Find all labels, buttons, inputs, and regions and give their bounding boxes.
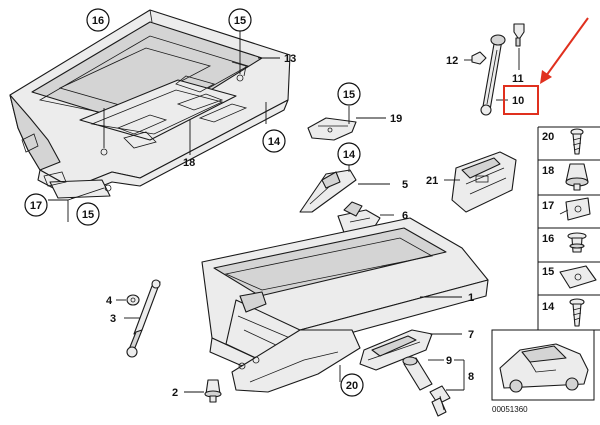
callout-15-top: 15 <box>228 8 252 32</box>
callout-20-column: 20 <box>542 131 554 143</box>
svg-text:15: 15 <box>542 266 554 278</box>
fastener-grid <box>537 126 600 331</box>
handle-part-7 <box>359 329 462 371</box>
screw-part-20 <box>570 128 584 155</box>
callout-13: 13 <box>284 53 296 65</box>
callout-16: 16 <box>86 8 110 32</box>
svg-text:19: 19 <box>390 113 402 125</box>
svg-text:11: 11 <box>512 73 524 85</box>
callout-15-left: 15 <box>76 202 100 226</box>
svg-text:15: 15 <box>343 89 355 101</box>
svg-text:20: 20 <box>346 380 358 392</box>
callout-5: 5 <box>402 179 408 191</box>
strap-assembly <box>464 23 525 116</box>
svg-text:16: 16 <box>542 233 554 245</box>
callout-19: 19 <box>390 113 402 125</box>
callout-8: 8 <box>468 371 474 383</box>
svg-text:5: 5 <box>402 179 408 191</box>
callout-18: 18 <box>183 157 195 169</box>
clip-nut-part-17 <box>559 197 591 221</box>
svg-text:3: 3 <box>110 313 116 325</box>
latch-part-5 <box>299 165 390 213</box>
callout-2: 2 <box>172 387 178 399</box>
callout-15-mid: 15 <box>337 82 361 106</box>
callout-15-column: 15 <box>542 266 554 278</box>
tapping-screw-part-14 <box>569 298 585 327</box>
callout-4: 4 <box>106 295 113 307</box>
callout-17-column: 17 <box>542 200 554 212</box>
svg-text:18: 18 <box>542 165 554 177</box>
rubber-buffer-part-18 <box>565 163 589 191</box>
callout-18-column: 18 <box>542 165 554 177</box>
callout-16-column: 16 <box>542 233 554 245</box>
key-part-8 <box>429 385 451 417</box>
callout-9: 9 <box>446 355 452 367</box>
svg-text:4: 4 <box>106 295 113 307</box>
highlight-box <box>503 85 539 115</box>
svg-text:2: 2 <box>172 387 178 399</box>
callout-17: 17 <box>24 193 48 217</box>
callout-12: 12 <box>446 55 458 67</box>
gas-strut-part-3 <box>124 279 161 358</box>
glove-box-bin-part-1 <box>201 217 489 393</box>
svg-text:8: 8 <box>468 371 474 383</box>
svg-text:14: 14 <box>268 136 281 148</box>
upper-frame-assembly <box>9 9 291 222</box>
svg-text:7: 7 <box>468 329 474 341</box>
svg-text:9: 9 <box>446 355 452 367</box>
vehicle-inset: 00051360 <box>491 329 595 414</box>
reference-code: 00051360 <box>492 405 528 414</box>
svg-text:21: 21 <box>426 175 438 187</box>
svg-text:1: 1 <box>468 292 474 304</box>
callout-20-bottom: 20 <box>340 373 364 397</box>
expanding-rivet-part-16 <box>567 232 587 253</box>
svg-text:14: 14 <box>542 301 555 313</box>
callout-14-mid: 14 <box>337 142 361 166</box>
highlight-arrow <box>540 17 589 84</box>
callout-3: 3 <box>110 313 116 325</box>
svg-text:18: 18 <box>183 157 195 169</box>
buffer-part-2 <box>184 379 222 403</box>
svg-text:13: 13 <box>284 53 296 65</box>
lock-module-part-21 <box>444 151 517 213</box>
lock-cylinder-part-9 <box>402 356 465 391</box>
callout-14-column: 14 <box>542 301 555 313</box>
bracket-part-19 <box>307 106 386 141</box>
svg-text:17: 17 <box>30 200 42 212</box>
svg-text:20: 20 <box>542 131 554 143</box>
callout-11: 11 <box>512 73 524 85</box>
svg-text:17: 17 <box>542 200 554 212</box>
svg-text:10: 10 <box>512 95 524 107</box>
callout-1: 1 <box>468 292 474 304</box>
callout-21: 21 <box>426 175 438 187</box>
nut-part-4 <box>116 294 140 306</box>
svg-text:12: 12 <box>446 55 458 67</box>
callout-6: 6 <box>402 210 408 222</box>
callout-10: 10 <box>512 95 524 107</box>
svg-text:15: 15 <box>82 209 94 221</box>
svg-text:6: 6 <box>402 210 408 222</box>
svg-text:15: 15 <box>234 15 246 27</box>
callout-14-top: 14 <box>262 129 286 153</box>
svg-text:14: 14 <box>343 149 356 161</box>
callout-7: 7 <box>468 329 474 341</box>
svg-text:16: 16 <box>92 15 104 27</box>
spring-nut-part-15 <box>559 265 597 289</box>
